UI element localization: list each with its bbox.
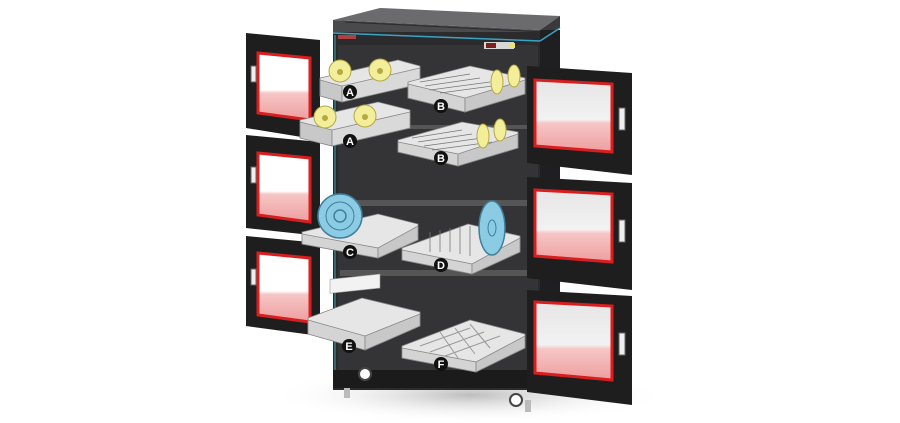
door-right-bottom[interactable] — [527, 290, 632, 405]
svg-text:B: B — [437, 101, 445, 113]
reel-icon — [476, 123, 490, 149]
reel-icon — [490, 69, 504, 95]
svg-text:A: A — [346, 87, 354, 99]
display-screen — [486, 43, 496, 48]
door-handle-icon[interactable] — [618, 107, 626, 131]
door-handle-icon[interactable] — [250, 268, 257, 286]
drawer-c[interactable] — [301, 193, 419, 259]
label-badge-f: F — [434, 357, 448, 371]
reel-icon — [493, 118, 507, 142]
reel-icon — [478, 200, 506, 256]
grid-dividers — [419, 323, 501, 359]
label-badge-d: D — [434, 258, 448, 272]
caster-left — [344, 367, 372, 398]
svg-text:A: A — [346, 136, 354, 148]
label-badge-a-second: A — [343, 134, 357, 148]
door-handle-icon[interactable] — [250, 166, 257, 184]
door-handle-icon[interactable] — [618, 219, 626, 243]
reel-icon — [507, 64, 521, 88]
svg-text:D: D — [437, 260, 445, 272]
svg-text:E: E — [345, 341, 352, 353]
door-left-middle[interactable] — [246, 135, 320, 236]
label-badge-c: C — [343, 245, 357, 259]
label-badge-b-second: B — [434, 151, 448, 165]
reel-icon — [317, 193, 363, 239]
door-left-bottom[interactable] — [246, 236, 320, 336]
wire-divider-rack — [429, 226, 471, 256]
svg-text:F: F — [438, 359, 445, 371]
door-handle-icon[interactable] — [618, 332, 626, 356]
brand-badge — [338, 35, 356, 39]
svg-text:B: B — [437, 153, 445, 165]
control-panel — [484, 42, 514, 49]
label-badge-e: E — [342, 339, 356, 353]
label-badge-a-top: A — [343, 85, 357, 99]
drawer-f[interactable] — [401, 319, 526, 373]
door-right-middle[interactable] — [527, 177, 632, 290]
drawer-d[interactable] — [401, 200, 521, 275]
door-right-top[interactable] — [527, 66, 632, 175]
caster-right — [509, 393, 531, 412]
indicator-light — [509, 43, 515, 48]
svg-text:C: C — [346, 247, 354, 259]
label-badge-b-top: B — [434, 99, 448, 113]
door-handle-icon[interactable] — [250, 65, 257, 83]
tray-rack — [419, 73, 501, 94]
perforated-tray — [329, 273, 381, 294]
